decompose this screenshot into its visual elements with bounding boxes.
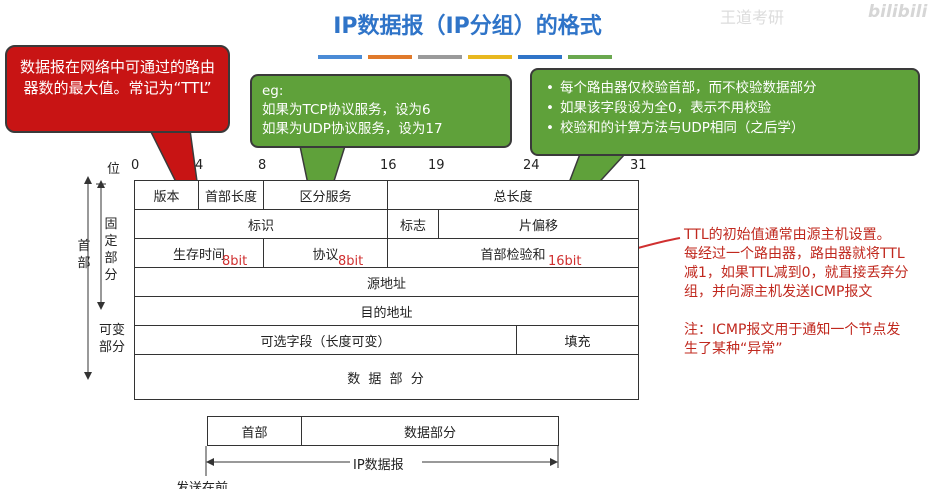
watermark: 王道考研 [720,8,785,27]
ttl-note-initial: TTL的初始值通常由源主机设置。 [684,227,891,243]
datagram-caption: IP数据报 [353,458,404,473]
ttl-note: TTL的初始值通常由源主机设置。 每经过一个路由器，路由器就将TTL减1，如果T… [684,226,909,359]
bit-mark-8: 8 [258,158,267,173]
page-title: IP数据报（IP分组）的格式 [333,14,602,39]
field-fragment-offset: 片偏移 [438,209,639,239]
field-total-length: 总长度 [387,180,639,210]
title-stripe-4 [468,55,512,59]
field-options: 可选字段（长度可变） [134,325,517,355]
ttl-note-decrement: 每经过一个路由器，路由器就将TTL减1，如果TTL减到0，就直接丢弃分组，并向源… [684,246,909,300]
checksum-note-3: 校验和的计算方法与UDP相同（之后学） [546,118,908,138]
ttl-max-callout: 数据报在网络中可通过的路由器数的最大值。常记为“TTL” [5,45,230,133]
field-protocol: 协议 [263,238,388,268]
title-stripe-1 [318,55,362,59]
protocol-example-udp: 如果为UDP协议服务，设为17 [262,121,443,137]
title-stripe-2 [368,55,412,59]
field-ttl: 生存时间 [134,238,264,268]
brand-logo: bilibili [868,2,928,22]
checksum-callout: 每个路由器仅校验首部，而不校验数据部分 如果该字段设为全0，表示不用校验 校验和… [530,68,920,156]
bit-mark-19: 19 [428,158,445,173]
datagram-span-arrow [205,446,559,476]
header-bracket [84,176,106,380]
checksum-note-1: 每个路由器仅校验首部，而不校验数据部分 [546,78,908,98]
field-version: 版本 [134,180,199,210]
field-padding: 填充 [516,325,639,355]
bottom-cut-text: 发送在前 [176,481,229,489]
ttl-bit-annotation: 8bit [222,254,248,269]
field-identification: 标识 [134,209,388,239]
protocol-example-tcp: 如果为TCP协议服务，设为6 [262,102,431,118]
field-data: 数 据 部 分 [134,354,639,400]
field-header-checksum: 首部检验和 [387,238,639,268]
bit-mark-0: 0 [131,158,140,173]
protocol-bit-annotation: 8bit [338,254,364,269]
field-service: 区分服务 [263,180,388,210]
checksum-note-2: 如果该字段设为全0，表示不用校验 [546,98,908,118]
bit-mark-24: 24 [523,158,540,173]
protocol-example-callout: eg: 如果为TCP协议服务，设为6 如果为UDP协议服务，设为17 [250,74,512,148]
variable-part-label: 可变部分 [98,323,125,355]
bit-mark-16: 16 [380,158,397,173]
ttl-note-icmp: 注：ICMP报文用于通知一个节点发生了某种“异常” [684,322,901,357]
field-flags: 标志 [387,209,439,239]
bit-mark-4: 4 [195,158,204,173]
field-source-address: 源地址 [134,267,639,297]
title-stripe-5 [518,55,562,59]
field-destination-address: 目的地址 [134,296,639,326]
title-stripe-3 [418,55,462,59]
protocol-example-title: eg: [262,83,284,99]
checksum-bit-annotation: 16bit [548,254,582,269]
field-header-length: 首部长度 [198,180,264,210]
header-side-label: 首部 [77,239,91,271]
bit-mark-31: 31 [630,158,647,173]
bit-position-label: 位 [107,162,121,177]
fixed-part-label: 固定部分 [104,217,118,283]
summary-data: 数据部分 [301,416,559,446]
title-stripe-6 [568,55,612,59]
summary-header: 首部 [207,416,302,446]
